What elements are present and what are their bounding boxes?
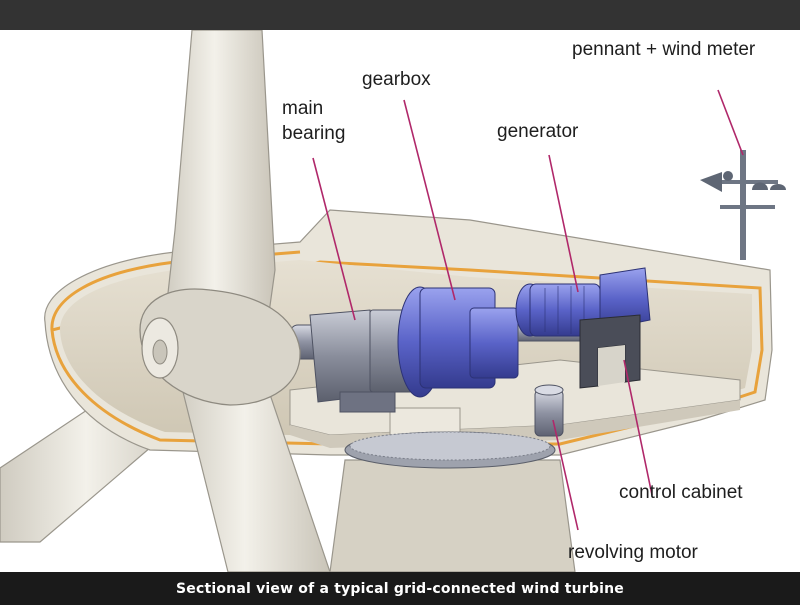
label-main-bearing-line2: bearing (282, 123, 346, 144)
nacelle-trim (50, 250, 764, 446)
leader-gearbox (403, 99, 456, 301)
leader-main-bearing (312, 157, 356, 321)
leader-generator (548, 154, 579, 293)
tower (329, 459, 576, 572)
anemometer-icon (752, 182, 786, 190)
leader-pennant (717, 89, 744, 156)
leader-revolving-motor (552, 419, 579, 531)
leader-lines (312, 89, 744, 531)
main-bearing (309, 309, 376, 403)
label-gearbox: gearbox (362, 69, 431, 90)
label-main-bearing-line1: main (282, 98, 324, 119)
label-generator: generator (497, 121, 579, 142)
label-pennant-wind-meter: pennant + wind meter (572, 39, 756, 60)
wind-turbine-diagram (0, 30, 786, 572)
top-bar (0, 0, 800, 30)
pennant-icon (700, 172, 722, 192)
revolving-motor (534, 389, 564, 437)
illustration: gearbox main bearing generator pennant +… (0, 30, 800, 572)
caption: Sectional view of a typical grid-connect… (176, 580, 624, 597)
caption-bar: Sectional view of a typical grid-connect… (0, 572, 800, 605)
label-revolving-motor: revolving motor (568, 542, 698, 563)
leader-control-cabinet (623, 359, 653, 496)
rotor-hub (139, 288, 301, 406)
label-control-cabinet: control cabinet (619, 482, 743, 503)
blade-upper (164, 30, 276, 321)
